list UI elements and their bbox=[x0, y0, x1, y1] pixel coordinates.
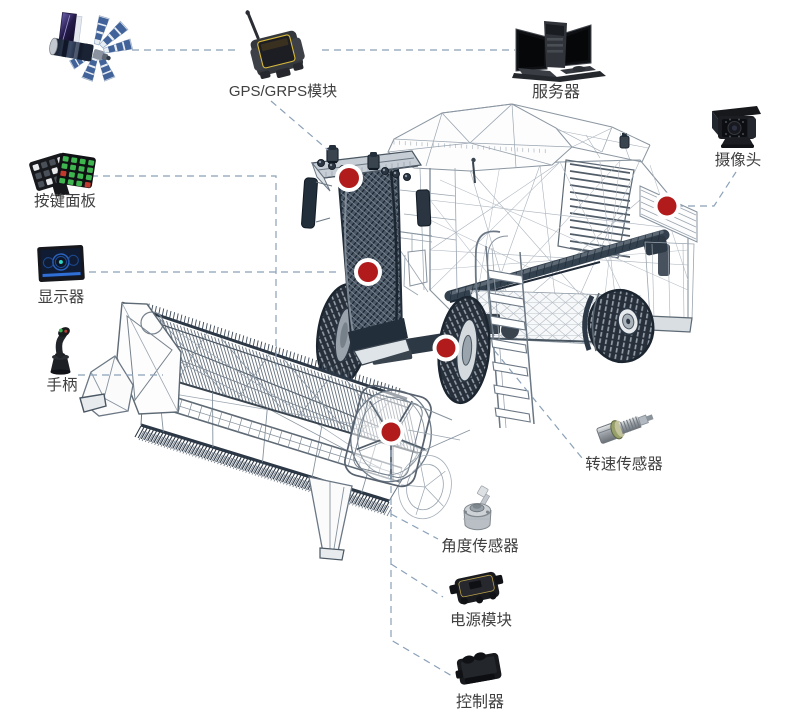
svg-text:转速传感器: 转速传感器 bbox=[585, 455, 663, 473]
svg-text:电源模块: 电源模块 bbox=[450, 611, 512, 629]
svg-text:显示器: 显示器 bbox=[38, 289, 85, 306]
svg-text:控制器: 控制器 bbox=[456, 693, 504, 711]
svg-text:手柄: 手柄 bbox=[46, 376, 77, 394]
svg-text:角度传感器: 角度传感器 bbox=[441, 537, 519, 555]
svg-text:按键面板: 按键面板 bbox=[34, 192, 96, 210]
svg-text:服务器: 服务器 bbox=[532, 83, 580, 101]
svg-text:摄像头: 摄像头 bbox=[715, 151, 762, 169]
svg-text:GPS/GRPS模块: GPS/GRPS模块 bbox=[229, 83, 337, 100]
